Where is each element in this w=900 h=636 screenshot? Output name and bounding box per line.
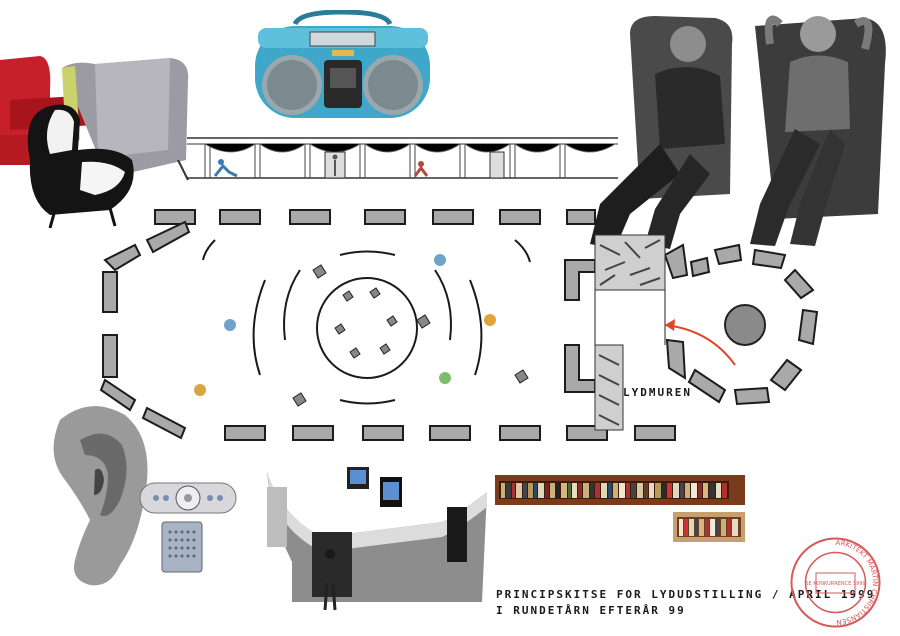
bookshelf-image [495,475,745,542]
ear-sculpture-image [53,406,148,586]
caption-line-1: PRINCIPSKITSE FOR LYDUDSTILLING / APRIL … [496,588,876,601]
listener-figure-icon [434,254,446,266]
exhibition-wall-segments [99,209,819,441]
black-white-chair-icon [27,104,134,229]
listener-figure-icon [224,319,236,331]
radio-device-image [139,482,237,514]
direction-arrow-icon [664,319,736,366]
caption-line-2: I RUNDETÅRN EFTERÅR 99 [496,604,686,617]
chair-symbols [292,264,529,407]
curved-exhibition-wall-image [267,467,487,611]
armchair-collage [0,56,189,229]
photo-two-men-in-chairs [590,15,886,249]
listener-figure-icon [484,314,496,326]
elevation-sketch [187,137,618,179]
sound-wall-label: LYDMUREN [623,386,692,399]
stamp-inner-text: SE KONKURRENCE 1999 [805,581,865,587]
seated-figure-icon [413,161,429,177]
central-column-icon [724,304,766,346]
architect-stamp: ARKITEKT MARTIN CHRISTIANSEN SE KONKURRE… [790,537,881,628]
listener-figure-icon [194,384,206,396]
seated-figure-icon [213,159,238,178]
speaker-device-image [161,521,203,573]
listener-figure-icon [439,372,451,384]
visitor-figure-icon [323,549,337,611]
boombox-image [255,10,430,118]
floor-plan: LYDMUREN [99,209,819,441]
sound-wall-hatching [594,234,666,431]
standing-figure-icon [332,154,338,176]
